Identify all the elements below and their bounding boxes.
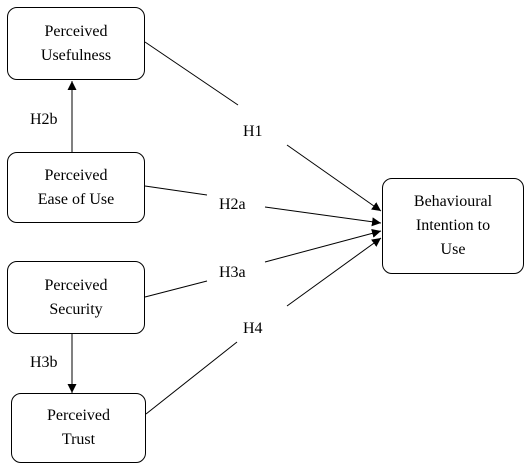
perceived-security-line-1: Perceived (44, 276, 108, 294)
h3a-label: H3a (219, 264, 246, 281)
h4-arrow-segment-1 (145, 341, 238, 415)
perceived-security-box: Perceived Security (7, 261, 145, 334)
behavioural-intention-box: Behavioural Intention to Use (382, 178, 524, 274)
h3b-label: H3b (30, 354, 58, 371)
h4-label: H4 (243, 320, 263, 337)
perceived-usefulness-line-2: Usefulness (40, 46, 112, 64)
behavioural-intention-line-1: Behavioural (413, 193, 493, 210)
h2a-arrow-segment-2 (264, 206, 382, 227)
perceived-usefulness-line-1: Perceived (44, 22, 108, 40)
h3a-arrow-segment-2 (264, 228, 382, 263)
behavioural-intention-line-2: Intention to (415, 217, 491, 234)
h3a-arrow-segment-1 (144, 280, 208, 298)
perceived-ease-of-use-line-1: Perceived (44, 166, 108, 184)
perceived-trust-line-2: Trust (61, 431, 96, 448)
perceived-trust-box: Perceived Trust (11, 393, 146, 463)
h1-arrow-segment-1 (144, 41, 239, 106)
perceived-trust-line-1: Perceived (46, 407, 111, 424)
h1-label: H1 (243, 123, 263, 140)
behavioural-intention-line-3: Use (440, 241, 466, 258)
h2a-label: H2a (219, 196, 246, 213)
perceived-usefulness-box: Perceived Usefulness (7, 7, 145, 80)
h4-arrow-segment-2 (286, 237, 382, 307)
h1-arrow-segment-2 (286, 144, 382, 212)
h2a-arrow-segment-1 (144, 185, 208, 196)
h2b-label: H2b (30, 111, 58, 128)
perceived-ease-of-use-box: Perceived Ease of Use (7, 152, 145, 223)
perceived-security-line-2: Security (49, 300, 103, 318)
perceived-ease-of-use-line-2: Ease of Use (37, 190, 115, 208)
